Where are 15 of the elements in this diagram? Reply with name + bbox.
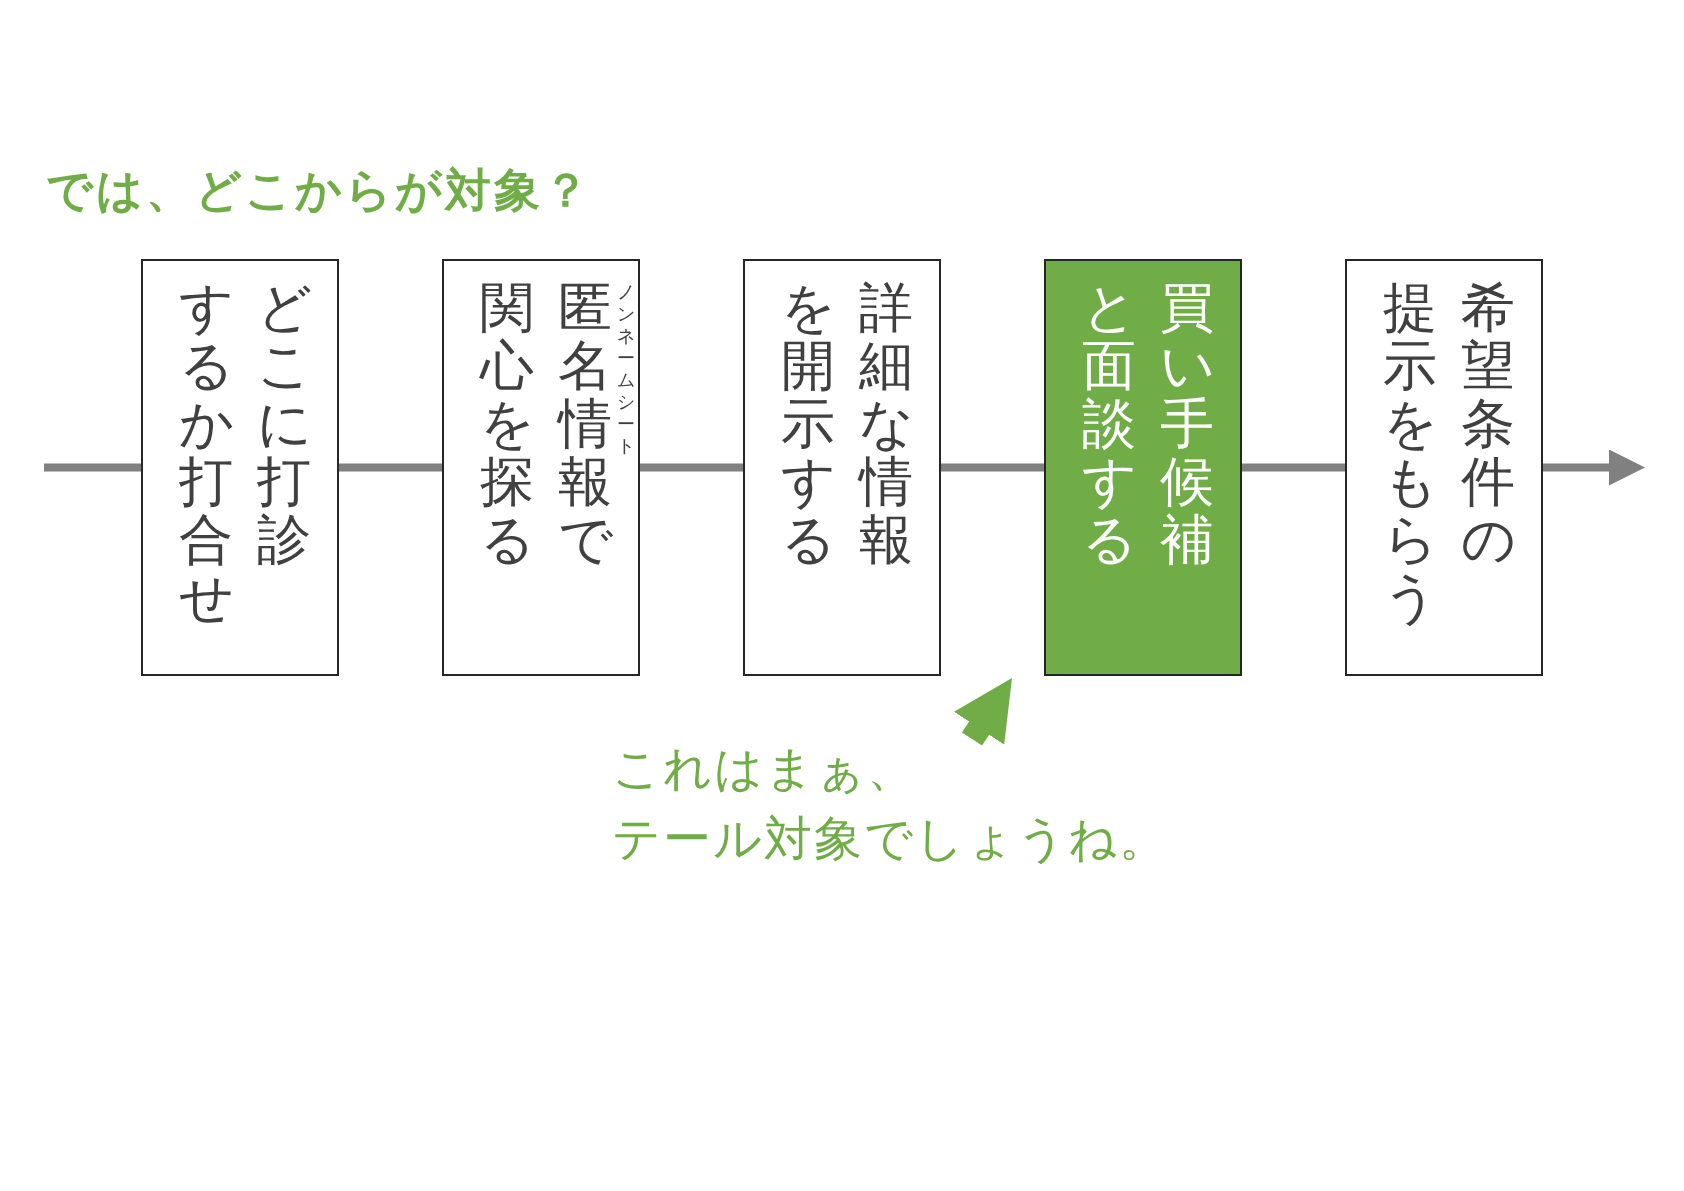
box-text: 詳細な情報を開示する xyxy=(780,279,914,573)
process-box xyxy=(1044,259,1242,676)
note-text: これはまぁ、テール対象でしょうね。 xyxy=(612,733,1169,873)
box-text: どこに打診するか打合せ xyxy=(178,279,312,627)
process-box xyxy=(442,259,640,676)
arrow xyxy=(1543,449,1645,486)
ruby-text: ノンネームシート xyxy=(616,281,636,457)
box-text: 買い手候補と面談する xyxy=(1081,279,1215,573)
process-box xyxy=(743,259,941,676)
box-text: 希望条件の提示をもらう xyxy=(1382,279,1516,627)
box-text: 匿名情報で関心を探る xyxy=(479,279,613,573)
title: では、どこからが対象？ xyxy=(46,162,592,219)
process-box xyxy=(1345,259,1543,676)
process-box xyxy=(141,259,339,676)
arrow xyxy=(954,678,1012,746)
